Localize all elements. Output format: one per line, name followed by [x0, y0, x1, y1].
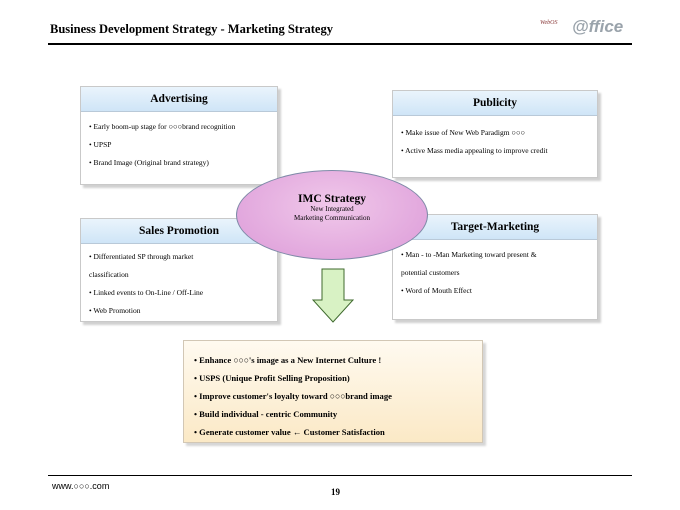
header-divider [48, 43, 632, 45]
list-item: Man - to -Man Marketing toward present & [401, 246, 589, 264]
imc-strategy-subtitle-line1: New Integrated [310, 205, 354, 213]
list-item: Active Mass media appealing to improve c… [401, 142, 589, 160]
list-item: Word of Mouth Effect [401, 282, 589, 300]
office-logo: @ffice [572, 17, 624, 36]
imc-strategy-subtitle-line2: Marketing Communication [293, 214, 370, 222]
publicity-box: Publicity Make issue of New Web Paradigm… [392, 90, 598, 178]
list-item: Early boom-up stage for ○○○brand recogni… [89, 118, 269, 136]
list-item: Linked events to On-Line / Off-Line [89, 284, 269, 302]
list-item-continuation: classification [89, 270, 129, 279]
list-item: Make issue of New Web Paradigm ○○○ [401, 124, 589, 142]
imc-strategy-ellipse: IMC Strategy New Integrated Marketing Co… [236, 170, 428, 260]
sales-promotion-box: Sales Promotion Differentiated SP throug… [80, 218, 278, 322]
summary-item: Improve customer's loyalty toward ○○○bra… [194, 387, 472, 405]
list-item-continuation: potential customers [401, 268, 460, 277]
page-title: Business Development Strategy - Marketin… [50, 22, 333, 36]
advertising-title: Advertising [81, 87, 277, 112]
imc-strategy-title: IMC Strategy [297, 193, 367, 205]
down-arrow-icon [312, 268, 354, 323]
summary-box: Enhance ○○○'s image as a New Internet Cu… [183, 340, 483, 443]
page-number: 19 [331, 487, 340, 497]
summary-item: Enhance ○○○'s image as a New Internet Cu… [194, 351, 472, 369]
list-item: Differentiated SP through market [89, 248, 269, 266]
footer-divider [48, 475, 632, 476]
summary-item: Build individual - centric Community [194, 405, 472, 423]
footer-url: www.○○○.com [52, 481, 110, 491]
list-item: Brand Image (Original brand strategy) [89, 154, 269, 172]
target-marketing-title: Target-Marketing [393, 215, 597, 240]
list-item: UPSP [89, 136, 269, 154]
advertising-box: Advertising Early boom-up stage for ○○○b… [80, 86, 278, 185]
summary-item: Generate customer value ← Customer Satis… [194, 423, 472, 441]
summary-item: USPS (Unique Profit Selling Proposition) [194, 369, 472, 387]
webos-logo: WebOS [540, 20, 558, 26]
publicity-title: Publicity [393, 91, 597, 116]
list-item: Web Promotion [89, 302, 269, 320]
target-marketing-box: Target-Marketing Man - to -Man Marketing… [392, 214, 598, 320]
